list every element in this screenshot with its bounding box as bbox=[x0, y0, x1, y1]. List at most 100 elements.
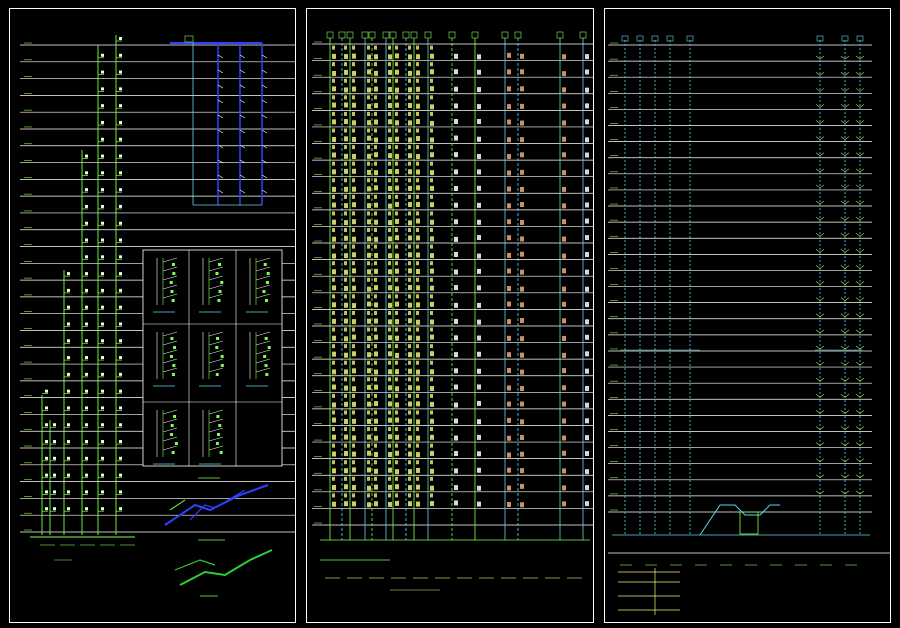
fixture-symbol bbox=[562, 54, 566, 60]
fixture-symbol bbox=[344, 476, 347, 481]
fixture-symbol bbox=[408, 284, 412, 290]
fixture-symbol bbox=[395, 469, 399, 475]
fixture-symbol bbox=[332, 261, 335, 266]
fixture-symbol bbox=[352, 268, 356, 274]
fixture-symbol bbox=[352, 435, 356, 441]
fixture-symbol bbox=[352, 451, 356, 457]
fixture-symbol bbox=[408, 268, 412, 274]
fixture-symbol bbox=[585, 103, 589, 109]
fixture-symbol bbox=[367, 418, 371, 424]
fixture-mark bbox=[101, 204, 104, 208]
fixture-symbol bbox=[454, 451, 458, 457]
fixture-symbol bbox=[388, 54, 392, 60]
fixture-symbol bbox=[416, 185, 420, 191]
fixture-symbol bbox=[388, 169, 392, 175]
fixture-symbol bbox=[388, 351, 392, 357]
detail-branch bbox=[162, 349, 178, 355]
fixture-symbol bbox=[388, 484, 392, 490]
fixture-symbol bbox=[352, 62, 355, 67]
fixture-symbol bbox=[367, 360, 370, 365]
fixture-symbol bbox=[507, 170, 511, 176]
branch-symbol bbox=[855, 426, 865, 430]
fixture-symbol bbox=[395, 102, 399, 108]
fixture-symbol bbox=[454, 335, 458, 341]
fixture-symbol bbox=[408, 493, 411, 498]
branch-symbol bbox=[855, 377, 865, 382]
fixture-symbol bbox=[416, 119, 420, 125]
fixture-symbol bbox=[374, 45, 377, 50]
fixture-symbol bbox=[408, 102, 412, 108]
fixture-symbol bbox=[388, 467, 392, 473]
fixture-symbol bbox=[388, 269, 392, 275]
fixture-mark bbox=[45, 440, 48, 444]
fixture-symbol bbox=[507, 268, 511, 274]
detail-fixture bbox=[262, 290, 266, 293]
riser-top-cap bbox=[402, 31, 410, 39]
fixture-symbol bbox=[416, 452, 420, 458]
fixture-mark bbox=[53, 423, 56, 427]
fixture-symbol bbox=[344, 194, 347, 199]
fixture-symbol bbox=[430, 78, 433, 83]
fixture-symbol bbox=[454, 103, 458, 109]
fixture-symbol bbox=[374, 152, 378, 158]
fixture-symbol bbox=[332, 318, 336, 324]
fixture-symbol bbox=[585, 235, 589, 241]
fixture-symbol bbox=[562, 87, 566, 93]
branch-symbol bbox=[855, 88, 865, 92]
blue-branch bbox=[217, 144, 224, 149]
detail-branch bbox=[255, 349, 271, 355]
fixture-symbol bbox=[367, 335, 371, 341]
fixture-symbol bbox=[416, 467, 420, 473]
fixture-symbol bbox=[416, 427, 419, 432]
fixture-symbol bbox=[416, 269, 420, 275]
fixture-symbol bbox=[520, 251, 524, 257]
fixture-symbol bbox=[416, 277, 419, 282]
fixture-symbol bbox=[416, 95, 419, 100]
fixture-symbol bbox=[352, 145, 355, 150]
fixture-symbol bbox=[477, 467, 481, 473]
fixture-symbol bbox=[562, 170, 566, 176]
fixture-symbol bbox=[332, 285, 336, 291]
fixture-symbol bbox=[585, 119, 589, 125]
fixture-symbol bbox=[388, 178, 391, 183]
fixture-mark bbox=[101, 120, 104, 124]
fixture-symbol bbox=[477, 419, 481, 425]
fixture-symbol bbox=[430, 261, 433, 266]
branch-symbol bbox=[840, 474, 850, 479]
fixture-symbol bbox=[454, 219, 458, 225]
fixture-symbol bbox=[430, 501, 434, 507]
blue-branch bbox=[261, 144, 268, 149]
fixture-symbol bbox=[395, 111, 398, 116]
fixture-mark bbox=[101, 288, 104, 292]
fixture-symbol bbox=[344, 352, 348, 358]
fixture-symbol bbox=[352, 303, 356, 309]
fixture-symbol bbox=[395, 476, 398, 481]
fixture-symbol bbox=[477, 69, 481, 75]
riser-top-cap bbox=[579, 31, 587, 39]
fixture-symbol bbox=[367, 186, 371, 192]
fixture-symbol bbox=[367, 45, 370, 50]
fixture-mark bbox=[101, 440, 104, 444]
branch-symbol bbox=[840, 168, 850, 173]
fixture-symbol bbox=[395, 410, 398, 415]
fixture-symbol bbox=[477, 451, 481, 457]
riser-top-cap bbox=[361, 31, 369, 39]
fixture-mark bbox=[101, 473, 104, 477]
fixture-symbol bbox=[408, 211, 411, 216]
branch-symbol bbox=[855, 265, 865, 269]
fixture-symbol bbox=[374, 468, 378, 474]
fixture-symbol bbox=[374, 369, 378, 375]
fixture-symbol bbox=[520, 201, 524, 207]
fixture-mark bbox=[119, 507, 122, 511]
fixture-symbol bbox=[374, 70, 378, 76]
fixture-symbol bbox=[477, 368, 481, 374]
fixture-symbol bbox=[416, 228, 419, 233]
fixture-symbol bbox=[344, 95, 347, 100]
fixture-symbol bbox=[430, 120, 434, 126]
fixture-symbol bbox=[585, 351, 589, 357]
fixture-mark bbox=[119, 372, 122, 376]
fixture-symbol bbox=[332, 327, 335, 332]
fixture-symbol bbox=[332, 219, 336, 225]
fixture-symbol bbox=[395, 286, 399, 292]
detail-branch bbox=[255, 266, 271, 272]
